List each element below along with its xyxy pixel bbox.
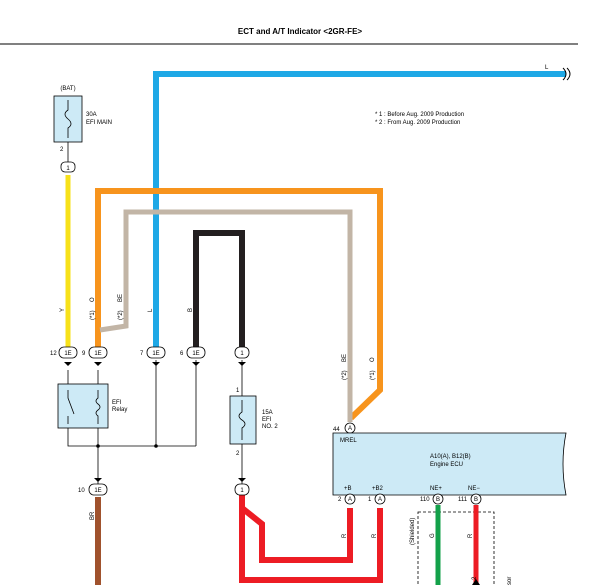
svg-text:1: 1 (240, 488, 244, 494)
svg-text:9: 9 (82, 351, 86, 357)
wire-label-be-right-note: (*2) (342, 370, 348, 380)
wire-label-l-top: L (545, 65, 549, 71)
svg-text:+B2: +B2 (372, 486, 384, 492)
svg-text:6: 6 (180, 351, 184, 357)
connector-10-1e: 10 1E (78, 478, 108, 496)
relay-name-2: Relay (112, 407, 127, 413)
svg-text:B: B (474, 497, 478, 503)
wire-black-b (193, 230, 245, 347)
fuse2-name: EFI (262, 417, 272, 423)
wire-break-icon (562, 67, 567, 81)
ecu-title-1: A10(A), B12(B) (430, 454, 471, 460)
note-2: * 2 : From Aug. 2009 Production (375, 120, 460, 126)
connector-7-1e: 7 1E (140, 346, 166, 366)
connector-9-1e: 9 1E (82, 346, 108, 366)
wire-label-be-note: (*2) (118, 310, 124, 320)
connector-1-top: 1 (234, 346, 250, 366)
svg-text:A: A (378, 497, 382, 503)
wire-break-icon-2 (566, 67, 571, 81)
wire-label-g: G (430, 533, 436, 538)
connector-6-1e: 6 1E (180, 346, 206, 366)
fuse-15a-box (229, 395, 257, 445)
svg-text:NE−: NE− (468, 486, 480, 492)
relay-wiring (67, 360, 197, 484)
wire-label-be-right: BE (342, 354, 348, 362)
svg-text:111: 111 (458, 497, 468, 503)
junction-dot-2 (154, 444, 158, 448)
svg-text:+B: +B (344, 486, 352, 492)
svg-text:1: 1 (368, 497, 372, 503)
wire-label-r2: R (372, 533, 378, 538)
wire-red-b2 (239, 508, 383, 583)
sensor-label: sor (507, 577, 513, 585)
fuse-15a-icon (238, 400, 246, 440)
svg-text:1E: 1E (94, 351, 101, 357)
relay-switch-icon (67, 390, 75, 424)
svg-text:1: 1 (240, 351, 244, 357)
fuse-30a-pin: 2 (60, 147, 64, 153)
fuse-30a-rating: 30A (86, 112, 97, 118)
ecu-term-b2: +B2 1 A (368, 486, 386, 505)
shield-box (417, 511, 495, 585)
fuse2-rating: 15A (262, 410, 273, 416)
wire-label-b: B (188, 308, 194, 312)
fuse2-bottom-pin: 2 (236, 451, 240, 457)
relay-name: EFI (112, 400, 122, 406)
note-1: * 1 : Before Aug. 2009 Production (375, 112, 464, 118)
wire-label-o-right: O (370, 357, 376, 362)
efi-relay-box (57, 383, 109, 429)
fuse-icon (64, 100, 72, 138)
wire-label-y: Y (60, 308, 66, 312)
wire-tan-be (99, 209, 353, 422)
bat-label: (BAT) (60, 86, 75, 92)
fuse2-top-pin: 1 (236, 388, 240, 394)
wire-label-be: BE (118, 294, 124, 302)
wire-label-br: BR (90, 511, 96, 520)
svg-text:A: A (348, 497, 352, 503)
junction-dot (96, 444, 100, 448)
connector-bat: 1 (60, 161, 76, 173)
svg-text:12: 12 (50, 351, 57, 357)
svg-text:1E: 1E (152, 351, 159, 357)
diagram-title: ECT and A/T Indicator <2GR-FE> (238, 27, 362, 36)
ecu-term-ne-minus: NE− 111 B (458, 486, 482, 505)
ecu-mrel-label: MREL (340, 438, 357, 444)
svg-text:2: 2 (338, 497, 342, 503)
svg-text:7: 7 (140, 351, 144, 357)
svg-text:1E: 1E (64, 351, 71, 357)
ecu-term-ne-plus: NE+ 110 B (420, 486, 444, 505)
connector-12-1e: 12 1E (50, 346, 78, 366)
bottom-pin: 2 (472, 576, 478, 580)
svg-text:10: 10 (78, 488, 85, 494)
svg-text:A: A (348, 426, 352, 432)
wire-orange (95, 188, 383, 421)
wire-label-l: L (148, 308, 154, 312)
svg-text:110: 110 (420, 497, 430, 503)
fuse-30a-name: EFI MAIN (86, 120, 112, 126)
sensor-arrow-icon (472, 579, 480, 585)
fuse2-name-2: NO. 2 (262, 424, 278, 430)
wire-label-o-right-note: (*1) (370, 370, 376, 380)
wire-label-shielded: (Shielded) (410, 518, 416, 545)
svg-text:NE+: NE+ (430, 486, 442, 492)
ecu-mrel-connector: A (344, 422, 356, 434)
wire-red-b (239, 495, 353, 563)
wire-label-r3: R (468, 533, 474, 538)
ecu-title-2: Engine ECU (430, 462, 463, 468)
ecu-box (332, 432, 567, 496)
connector-1-bottom: 1 (234, 478, 250, 496)
wire-blue-l (153, 71, 566, 347)
svg-text:1E: 1E (192, 351, 199, 357)
wire-label-o: O (90, 297, 96, 302)
svg-text:1: 1 (66, 166, 70, 172)
ecu-mrel-pin: 44 (333, 427, 340, 433)
ecu-term-b: +B 2 A (338, 486, 356, 505)
svg-text:1E: 1E (94, 488, 101, 494)
wire-label-o-note: (*1) (90, 310, 96, 320)
wire-label-r1: R (342, 533, 348, 538)
svg-text:B: B (436, 497, 440, 503)
relay-coil-icon (95, 390, 101, 424)
